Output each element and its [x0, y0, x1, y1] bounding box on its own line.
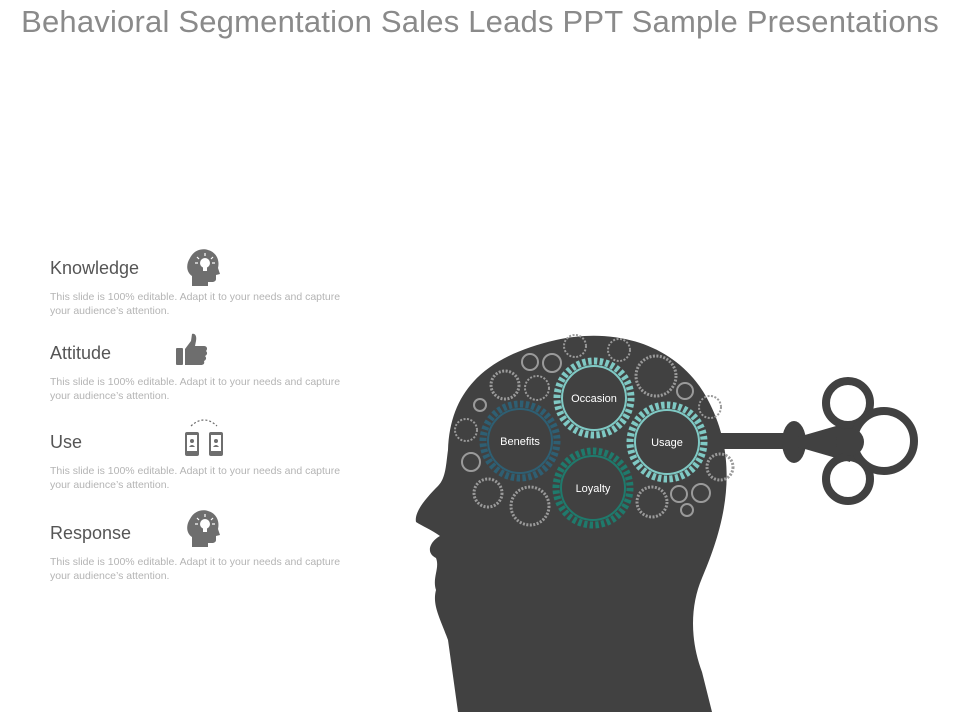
small-gear [454, 418, 478, 442]
small-gear [691, 483, 711, 503]
gear-label: Benefits [500, 436, 540, 448]
item-description: This slide is 100% editable. Adapt it to… [50, 556, 341, 582]
thumbs-up-icon [176, 333, 208, 367]
small-gear [461, 452, 481, 472]
small-gear [670, 485, 688, 503]
item-title: Response [50, 523, 132, 543]
gear-label: Occasion [571, 393, 617, 405]
gear-label: Usage [651, 437, 683, 449]
small-gear [634, 354, 678, 398]
small-gear [524, 375, 550, 401]
gear-benefits: Benefits [479, 400, 561, 482]
small-gear [473, 398, 487, 412]
small-gear [509, 485, 551, 527]
small-gear [472, 477, 504, 509]
small-gear [680, 503, 694, 517]
gear-usage: Usage [626, 401, 708, 483]
small-gear [705, 452, 735, 482]
item-description: This slide is 100% editable. Adapt it to… [50, 465, 341, 491]
head-lightbulb-icon [186, 246, 222, 286]
item-description: This slide is 100% editable. Adapt it to… [50, 376, 341, 402]
small-gear [676, 382, 694, 400]
small-gear [698, 395, 722, 419]
wind-up-key-icon [718, 377, 918, 505]
item-title: Attitude [50, 343, 112, 363]
slide-title: Behavioral Segmentation Sales Leads PPT … [21, 4, 939, 39]
small-gear [563, 334, 587, 358]
small-gear [521, 353, 539, 371]
head-lightbulb-icon [186, 507, 222, 547]
two-phones-icon [183, 418, 225, 460]
item-description: This slide is 100% editable. Adapt it to… [50, 291, 341, 317]
big-gears: Occasion Benefits Usage Loyalty [479, 357, 708, 529]
small-gear [489, 369, 521, 401]
small-gear [635, 485, 669, 519]
small-gear [542, 353, 562, 373]
small-gears [454, 334, 735, 527]
gear-loyalty: Loyalty [552, 447, 634, 529]
item-title: Knowledge [50, 258, 140, 278]
small-gear [607, 338, 631, 362]
gear-occasion: Occasion [553, 357, 635, 439]
item-title: Use [50, 432, 83, 452]
gear-label: Loyalty [576, 483, 611, 495]
